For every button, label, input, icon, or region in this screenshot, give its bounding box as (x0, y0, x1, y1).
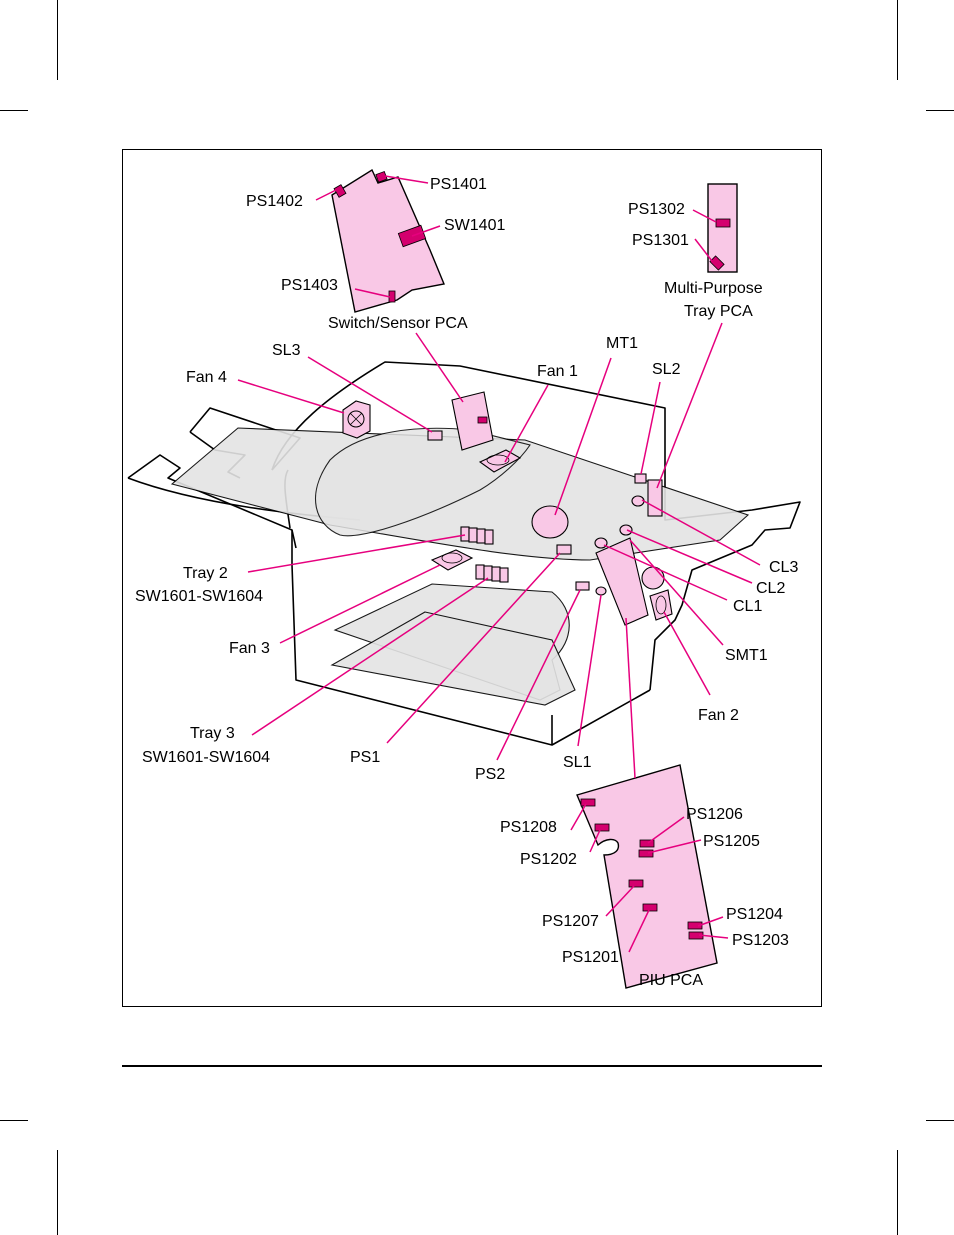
ps1-part (557, 545, 571, 554)
label-cl1: CL1 (733, 598, 762, 615)
label-mp-tray-pca-line1: Multi-Purpose (664, 280, 763, 297)
label-ps1402: PS1402 (246, 193, 303, 210)
label-tray3-line1: Tray 3 (190, 725, 235, 742)
ps1201-sensor (643, 904, 657, 911)
label-cl2: CL2 (756, 580, 785, 597)
label-mt1: MT1 (606, 335, 638, 352)
cl3-part (632, 496, 644, 506)
label-fan2: Fan 2 (698, 707, 739, 724)
label-sl1: SL1 (563, 754, 592, 771)
label-ps1203: PS1203 (732, 932, 789, 949)
label-cl3: CL3 (769, 559, 798, 576)
cl1-part (595, 538, 607, 548)
sl1-part (596, 587, 606, 595)
label-ps1403: PS1403 (281, 277, 338, 294)
ps1207-sensor (629, 880, 643, 887)
label-piu-pca: PIU PCA (639, 972, 703, 989)
ps1205-sensor (639, 850, 653, 857)
fan2-part (650, 590, 672, 620)
tray2-switches-part (461, 527, 493, 544)
mt1-part (532, 506, 568, 538)
label-mp-tray-pca-line2: Tray PCA (684, 303, 753, 320)
sl3-part (428, 431, 442, 440)
switch-sensor-pca-part-sensor (478, 417, 487, 423)
ps1208-sensor (581, 799, 595, 806)
label-ps1: PS1 (350, 749, 380, 766)
label-switch-sensor-pca: Switch/Sensor PCA (328, 315, 468, 332)
label-sl3: SL3 (272, 342, 301, 359)
label-ps1301: PS1301 (632, 232, 689, 249)
label-tray2-line2: SW1601-SW1604 (135, 588, 263, 605)
label-fan3: Fan 3 (229, 640, 270, 657)
label-ps1208: PS1208 (500, 819, 557, 836)
label-fan4: Fan 4 (186, 369, 227, 386)
label-ps1302: PS1302 (628, 201, 685, 218)
label-sl2: SL2 (652, 361, 681, 378)
fan4-part (343, 401, 370, 438)
label-ps1401: PS1401 (430, 176, 487, 193)
ps2-part (576, 582, 589, 590)
label-ps1201: PS1201 (562, 949, 619, 966)
label-ps1204: PS1204 (726, 906, 783, 923)
label-tray2-line1: Tray 2 (183, 565, 228, 582)
label-fan1: Fan 1 (537, 363, 578, 380)
label-sw1401: SW1401 (444, 217, 505, 234)
ps1302-sensor (716, 219, 730, 227)
cl2-part (620, 525, 632, 535)
label-ps1207: PS1207 (542, 913, 599, 930)
label-ps1205: PS1205 (703, 833, 760, 850)
label-ps1206: PS1206 (686, 806, 743, 823)
label-tray3-line2: SW1601-SW1604 (142, 749, 270, 766)
label-ps2: PS2 (475, 766, 505, 783)
mp-tray-pca-board (708, 184, 737, 272)
switch-sensor-pca-board (332, 170, 444, 312)
fan3-part (432, 550, 472, 570)
ps1202-sensor (595, 824, 609, 831)
tray3-switches-part (476, 565, 508, 582)
sl2-part (635, 474, 646, 483)
label-smt1: SMT1 (725, 647, 768, 664)
label-ps1202: PS1202 (520, 851, 577, 868)
